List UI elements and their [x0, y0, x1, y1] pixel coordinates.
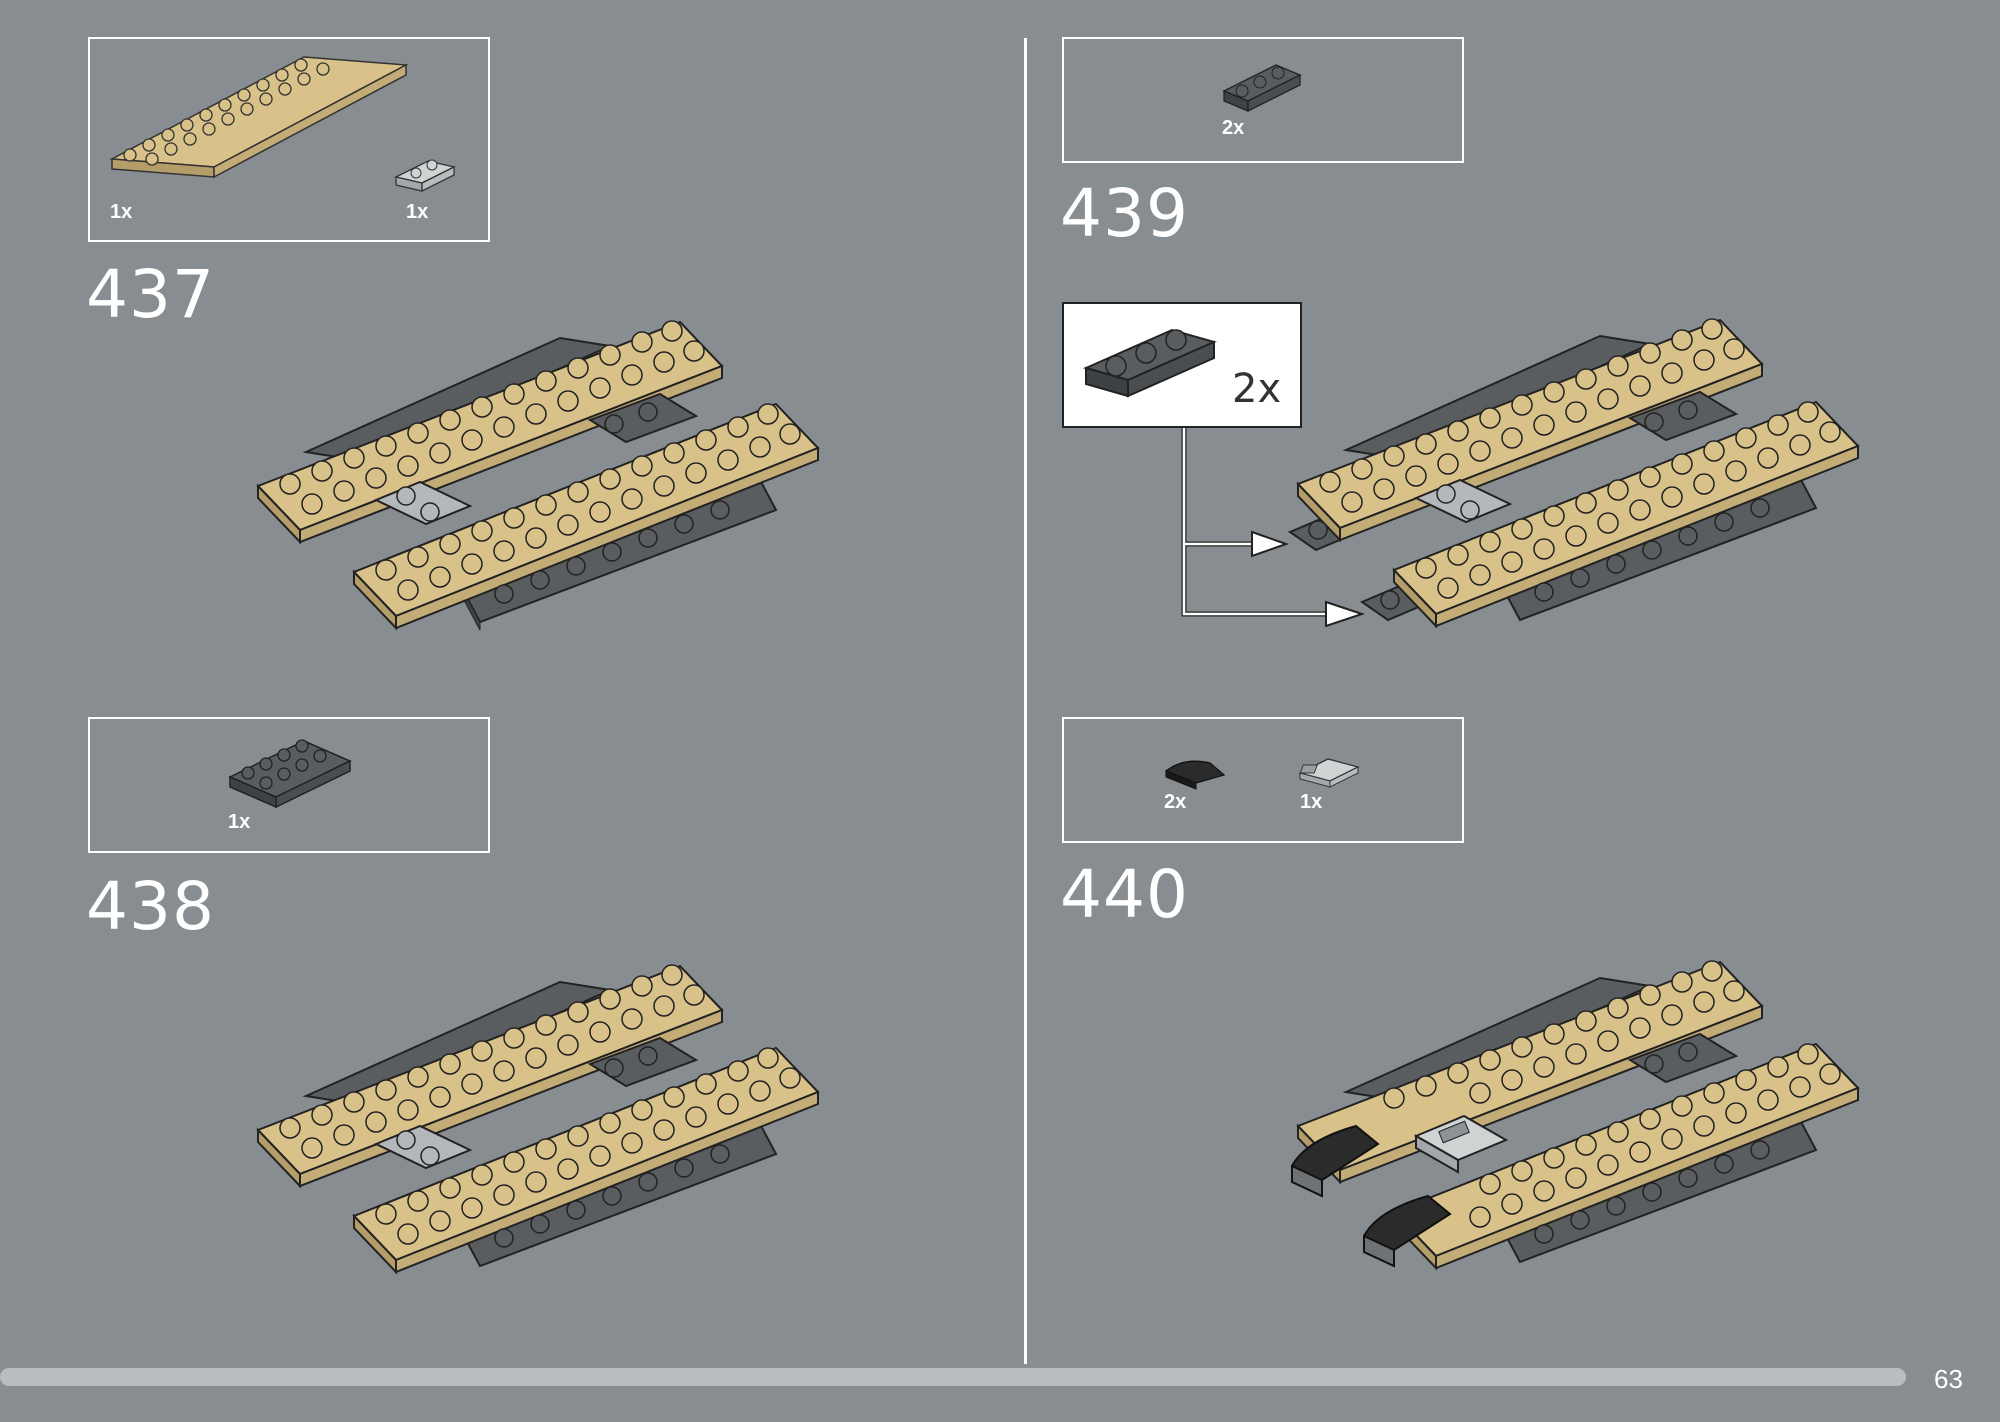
curved-slope-icon [1164, 760, 1226, 790]
grille-tile-icon [1298, 758, 1360, 788]
step-number-439: 439 [1060, 175, 1189, 252]
part-qty: 1x [228, 811, 251, 833]
page-number: 63 [1934, 1364, 1963, 1394]
step-number-437: 437 [86, 256, 215, 333]
part-qty: 2x [1222, 117, 1245, 139]
part-qty: 1x [406, 201, 429, 223]
callout-qty: 2x [1232, 366, 1282, 412]
dark-gray-plate-1x3-icon [1222, 64, 1302, 113]
parts-list-438: 1x [88, 717, 490, 853]
tan-plate-icon [109, 56, 409, 179]
callout-plate-icon [1083, 328, 1217, 398]
progress-bar [0, 1368, 1906, 1386]
callout-box-439: 2x [1062, 302, 1302, 428]
part-qty: 1x [1300, 791, 1323, 813]
part-qty: 2x [1164, 791, 1187, 813]
step-number-438: 438 [86, 868, 215, 945]
part-qty: 1x [110, 201, 133, 223]
light-gray-plate-icon [394, 159, 456, 193]
step-number-440: 440 [1060, 856, 1189, 933]
parts-list-437: 1x 1x [88, 37, 490, 242]
dark-gray-plate-icon [228, 739, 352, 809]
page-divider [1024, 38, 1027, 1364]
parts-list-439: 2x [1062, 37, 1464, 163]
parts-list-440: 2x 1x [1062, 717, 1464, 843]
